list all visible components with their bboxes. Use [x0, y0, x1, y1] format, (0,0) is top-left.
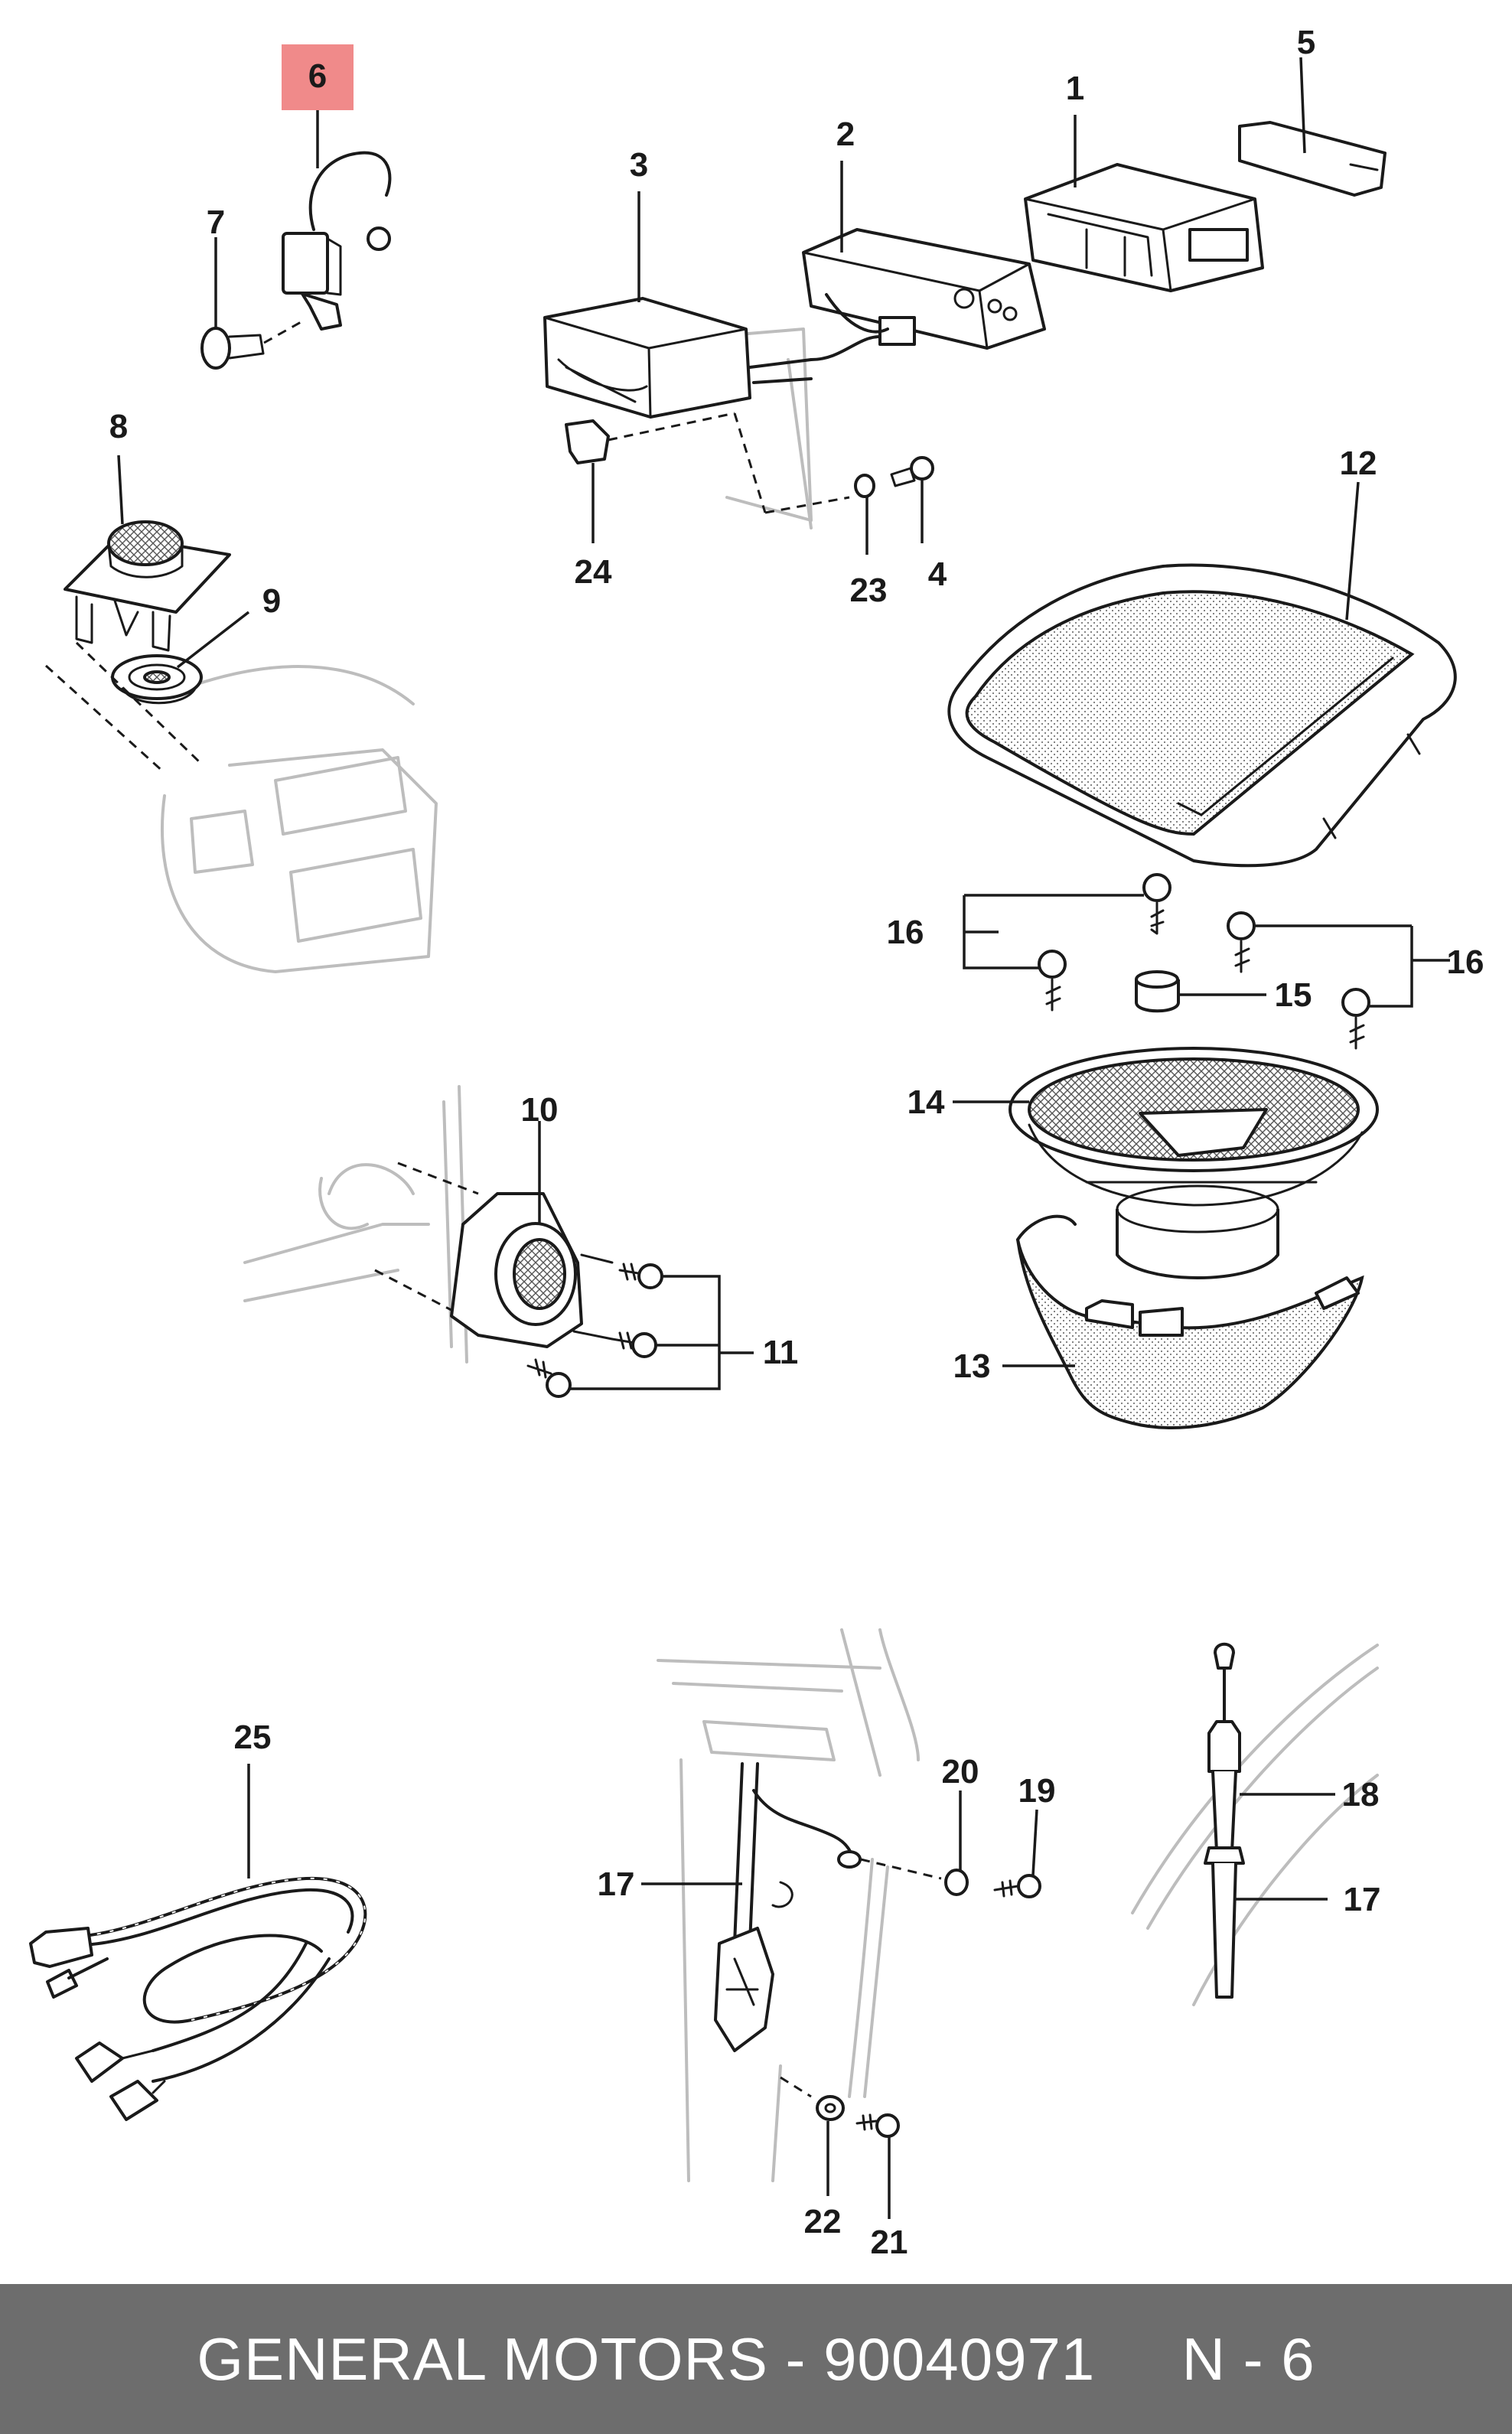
parts-diagram: 1 2 3 4 5 6 7 8 9 10 11 12 13 14 15 16 1… [29, 24, 1484, 2261]
callout-6: 6 [308, 57, 327, 95]
radio-assembly [543, 121, 1387, 529]
callout-25: 25 [234, 1719, 272, 1756]
callout-8: 8 [109, 408, 128, 445]
part-number: 90040971 [823, 2325, 1096, 2393]
callout-4: 4 [928, 556, 947, 593]
callout-labels: 1 2 3 4 5 6 7 8 9 10 11 12 13 14 15 16 1… [109, 24, 1484, 2261]
callout-15: 15 [1275, 976, 1312, 1014]
callout-9: 9 [262, 582, 281, 620]
callout-17-mast: 17 [1344, 1881, 1381, 1918]
callout-11: 11 [763, 1334, 799, 1371]
callout-21: 21 [871, 2224, 908, 2261]
callout-22: 22 [804, 2203, 842, 2240]
callout-5: 5 [1297, 24, 1315, 61]
antenna-pillar-assembly [657, 1628, 1041, 2182]
callout-18: 18 [1342, 1776, 1380, 1813]
callout-16-left: 16 [887, 914, 924, 951]
antenna-mast-assembly [1131, 1642, 1379, 2006]
screw-part-7 [200, 320, 303, 370]
brand-name: GENERAL MOTORS [197, 2325, 768, 2393]
door-speaker-assembly [947, 563, 1457, 1429]
callout-24: 24 [575, 553, 612, 591]
suppressor-part-6 [282, 44, 392, 331]
tweeter-assembly [44, 520, 438, 973]
speaker-mount-assembly [243, 1085, 663, 1398]
callout-12: 12 [1340, 445, 1377, 482]
separator: - [785, 2325, 807, 2393]
callout-13: 13 [953, 1347, 991, 1385]
callout-7: 7 [207, 204, 225, 241]
callout-3: 3 [630, 146, 648, 184]
page-reference: N - 6 [1181, 2325, 1315, 2393]
callout-14: 14 [908, 1083, 945, 1121]
callout-16-right: 16 [1447, 943, 1484, 981]
part-number-footer: GENERAL MOTORS - 90040971 N - 6 [0, 2284, 1512, 2434]
callout-2: 2 [836, 116, 855, 153]
callout-1: 1 [1066, 70, 1084, 107]
callout-19: 19 [1018, 1772, 1056, 1810]
callout-17-pillar: 17 [598, 1865, 635, 1903]
callout-23: 23 [850, 572, 888, 609]
callout-10: 10 [521, 1091, 559, 1129]
wiring-harness-part-25 [29, 1876, 367, 2121]
footer-text: GENERAL MOTORS - 90040971 N - 6 [197, 2325, 1315, 2394]
callout-20: 20 [942, 1753, 979, 1790]
leader-lines [117, 57, 1450, 2219]
